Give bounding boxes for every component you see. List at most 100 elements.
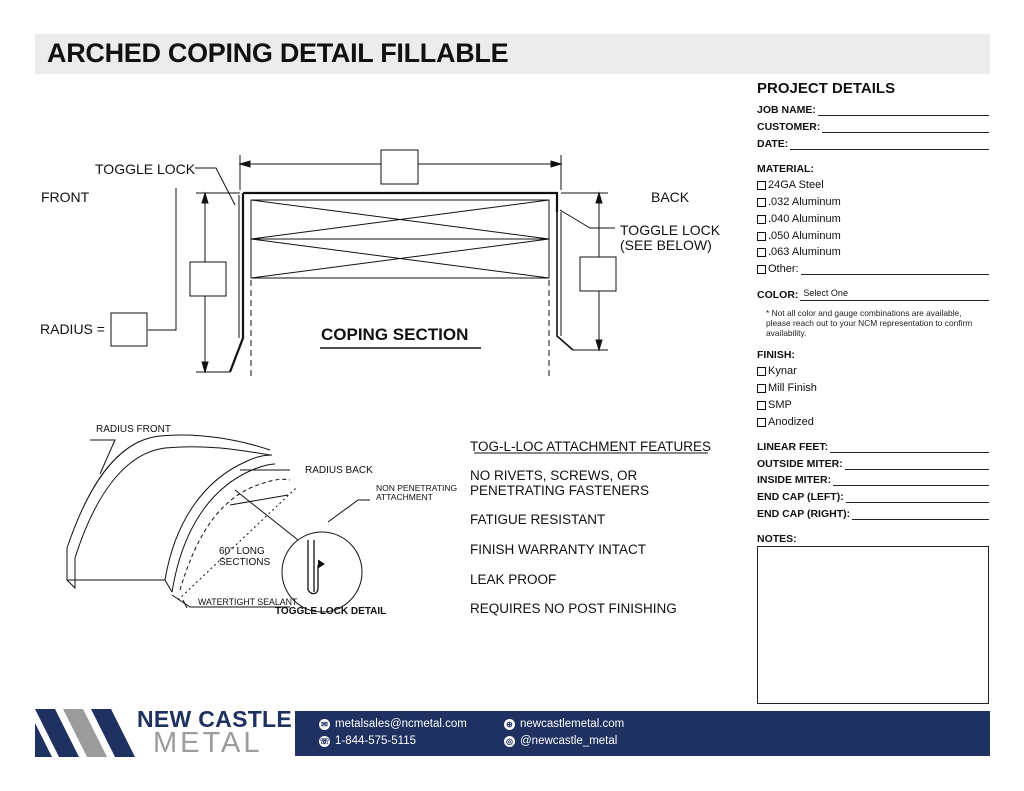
checkbox[interactable] (757, 400, 766, 410)
globe-icon: ⊕ (504, 718, 515, 730)
material-option-032-aluminum[interactable]: .032 Aluminum (757, 196, 841, 208)
job-name-label: JOB NAME: (757, 104, 816, 116)
checkbox[interactable] (757, 197, 766, 207)
newcastle-logo-mark (35, 709, 135, 757)
color-select[interactable]: Select One (800, 288, 989, 301)
inside-miter-label: INSIDE MITER: (757, 474, 832, 486)
material-option-label: Other: (768, 263, 799, 275)
features-heading: TOG-L-LOC ATTACHMENT FEATURES (470, 439, 712, 454)
footer-social[interactable]: ◎@newcastle_metal (504, 735, 617, 747)
checkbox[interactable] (757, 214, 766, 224)
checkbox[interactable] (757, 247, 766, 257)
material-option-063-aluminum[interactable]: .063 Aluminum (757, 246, 841, 258)
color-label: COLOR: (757, 289, 799, 301)
page-title: ARCHED COPING DETAIL FILLABLE (47, 38, 509, 68)
footer-website[interactable]: ⊕ newcastlemetal.com (504, 718, 624, 730)
notes-textarea[interactable] (757, 546, 989, 704)
date-field[interactable]: DATE: (757, 138, 989, 150)
end-cap-left-label: END CAP (LEFT): (757, 491, 844, 503)
watertight-sealant-label: WATERTIGHT SEALANT (198, 597, 298, 607)
checkbox[interactable] (757, 366, 766, 376)
availability-note: * Not all color and gauge combinations a… (766, 308, 973, 338)
inside-miter-input[interactable] (833, 474, 989, 486)
phone-icon: ☏ (319, 735, 330, 747)
checkbox[interactable] (757, 264, 766, 274)
feature-item: FINISH WARRANTY INTACT (470, 542, 647, 557)
material-option-050-aluminum[interactable]: .050 Aluminum (757, 230, 841, 242)
long-sections-line1: 60" LONG (219, 546, 265, 557)
date-label: DATE: (757, 138, 789, 150)
radius-front-label: RADIUS FRONT (96, 424, 171, 435)
finish-option-mill[interactable]: Mill Finish (757, 382, 817, 394)
social-text: @newcastle_metal (520, 735, 618, 747)
logo-text-metal: METAL (153, 727, 263, 759)
material-option-label: .040 Aluminum (768, 213, 841, 225)
customer-input[interactable] (822, 121, 989, 133)
footer-email[interactable]: ✉ metalsales@ncmetal.com (319, 718, 467, 730)
toggle-lock-label: TOGGLE LOCK (95, 161, 196, 177)
footer-bar: ✉metalsales@ncmetal.com ☏1-844-575-5115 … (295, 711, 990, 756)
material-option-label: .050 Aluminum (768, 230, 841, 242)
front-label: FRONT (41, 189, 90, 205)
finish-option-smp[interactable]: SMP (757, 399, 792, 411)
checkbox[interactable] (757, 180, 766, 190)
finish-option-label: Anodized (768, 416, 814, 428)
feature-item: PENETRATING FASTENERS (470, 483, 650, 498)
job-name-field[interactable]: JOB NAME: (757, 104, 989, 116)
inside-miter-field[interactable]: INSIDE MITER: (757, 474, 989, 486)
checkbox[interactable] (757, 417, 766, 427)
back-label: BACK (651, 189, 690, 205)
end-cap-right-input[interactable] (852, 508, 989, 520)
other-material-input[interactable] (800, 263, 989, 275)
end-cap-right-field[interactable]: END CAP (RIGHT): (757, 508, 989, 520)
material-option-040-aluminum[interactable]: .040 Aluminum (757, 213, 841, 225)
linear-feet-field[interactable]: LINEAR FEET: (757, 441, 989, 453)
finish-option-label: Kynar (768, 365, 797, 377)
feature-item: FATIGUE RESISTANT (470, 512, 606, 527)
material-option-other[interactable]: Other: (757, 263, 989, 275)
end-cap-left-input[interactable] (845, 491, 989, 503)
finish-option-label: SMP (768, 399, 792, 411)
logo-text-newcastle: NEW CASTLE (137, 706, 293, 732)
linear-feet-label: LINEAR FEET: (757, 441, 829, 453)
end-cap-right-label: END CAP (RIGHT): (757, 508, 851, 520)
website-text: newcastlemetal.com (520, 718, 625, 730)
material-option-24ga-steel[interactable]: 24GA Steel (757, 179, 824, 191)
outside-miter-label: OUTSIDE MITER: (757, 458, 843, 470)
end-cap-left-field[interactable]: END CAP (LEFT): (757, 491, 989, 503)
finish-option-label: Mill Finish (768, 382, 817, 394)
toggle-lock-detail-label: TOGGLE LOCK DETAIL (275, 606, 387, 617)
customer-label: CUSTOMER: (757, 121, 821, 133)
toggle-lock-right-label: TOGGLE LOCK (620, 222, 721, 238)
material-option-label: 24GA Steel (768, 179, 824, 191)
material-label: MATERIAL: (757, 163, 814, 175)
notes-label: NOTES: (757, 533, 797, 545)
finish-option-anodized[interactable]: Anodized (757, 416, 814, 428)
email-icon: ✉ (319, 718, 330, 730)
feature-item: REQUIRES NO POST FINISHING (470, 601, 677, 616)
outside-miter-input[interactable] (844, 458, 989, 470)
non-penetrating-line2: ATTACHMENT (376, 492, 433, 502)
date-input[interactable] (790, 138, 989, 150)
customer-field[interactable]: CUSTOMER: (757, 121, 989, 133)
checkbox[interactable] (757, 383, 766, 393)
footer-phone[interactable]: ☏ 1-844-575-5115 (319, 735, 416, 747)
see-below-label: (SEE BELOW) (620, 237, 712, 253)
radius-back-label: RADIUS BACK (305, 465, 373, 476)
phone-text: 1-844-575-5115 (335, 735, 416, 747)
checkbox[interactable] (757, 231, 766, 241)
email-text: metalsales@ncmetal.com (335, 718, 467, 730)
material-option-label: .032 Aluminum (768, 196, 841, 208)
long-sections-line2: SECTIONS (219, 557, 271, 568)
outside-miter-field[interactable]: OUTSIDE MITER: (757, 458, 989, 470)
finish-option-kynar[interactable]: Kynar (757, 365, 797, 377)
feature-item: NO RIVETS, SCREWS, OR (470, 468, 638, 483)
material-option-label: .063 Aluminum (768, 246, 841, 258)
linear-feet-input[interactable] (830, 441, 989, 453)
job-name-input[interactable] (817, 104, 989, 116)
coping-section-label: COPING SECTION (321, 325, 469, 344)
color-field[interactable]: COLOR:Select One (757, 288, 989, 301)
